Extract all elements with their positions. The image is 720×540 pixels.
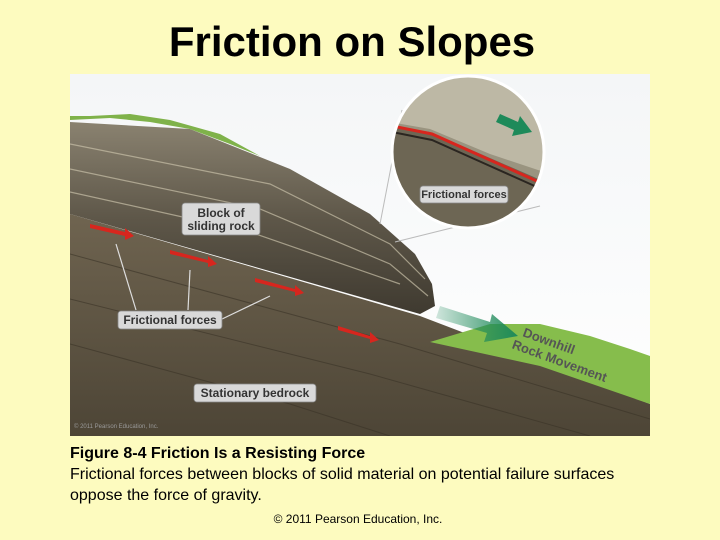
- caption-title: Figure 8-4 Friction Is a Resisting Force: [70, 443, 670, 464]
- block-label-line2: sliding rock: [187, 219, 255, 233]
- copyright-notice: © 2011 Pearson Education, Inc.: [0, 512, 716, 526]
- caption-text: Frictional forces between blocks of soli…: [70, 464, 670, 506]
- stationary-bedrock-label: Stationary bedrock: [201, 386, 310, 400]
- image-credit: © 2011 Pearson Education, Inc.: [74, 423, 159, 430]
- inset-frictional-forces-label: Frictional forces: [421, 189, 507, 201]
- block-label-line1: Block of: [197, 206, 245, 220]
- figure-caption: Figure 8-4 Friction Is a Resisting Force…: [70, 443, 670, 506]
- slope-diagram: Block of sliding rock Frictional forces …: [70, 74, 650, 436]
- slide-title: Friction on Slopes: [0, 18, 704, 66]
- frictional-forces-label: Frictional forces: [123, 313, 217, 327]
- friction-illustration: Block of sliding rock Frictional forces …: [70, 74, 650, 436]
